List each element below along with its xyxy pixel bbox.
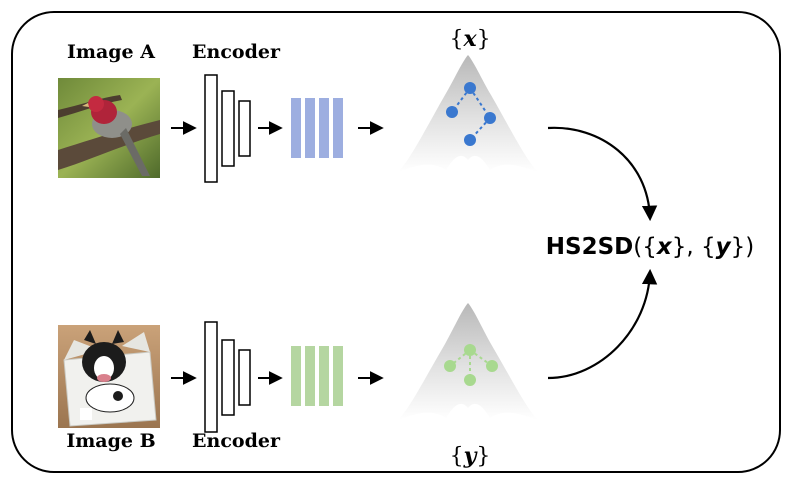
tree-node (486, 360, 498, 372)
tree-node (464, 344, 476, 356)
outer-frame (11, 11, 781, 473)
curve-bottom-to-result (547, 268, 658, 380)
feature-block-3 (319, 98, 329, 158)
feature-block-1 (291, 346, 301, 406)
hyperbolic-space-top (398, 55, 538, 172)
feature-blocks-top (291, 98, 343, 158)
curve-top-to-result (547, 126, 658, 222)
encoder-top-label: Encoder (192, 41, 281, 63)
encoder-top (204, 74, 251, 183)
hs2sd-formula: HS2SD({x}, {y}) (546, 234, 754, 260)
tree-node (464, 82, 476, 94)
feature-block-3 (319, 346, 329, 406)
encoder-bottom-label: Encoder (192, 430, 281, 452)
image-a-label: Image A (67, 41, 155, 63)
image-a-photo (58, 78, 160, 178)
image-b-photo (58, 325, 160, 428)
feature-block-2 (305, 98, 315, 158)
set-y-label: {y} (450, 443, 491, 469)
tree-node (444, 360, 456, 372)
feature-block-4 (333, 98, 343, 158)
hierarchy-tree-bottom (444, 344, 498, 386)
tree-node (446, 106, 458, 118)
feature-block-2 (305, 346, 315, 406)
hyperbolic-space-bottom (398, 303, 538, 420)
tree-node (484, 112, 496, 124)
feature-block-4 (333, 346, 343, 406)
encoder-bottom (204, 321, 251, 433)
hierarchy-tree-top (446, 82, 496, 146)
image-b-label: Image B (66, 430, 155, 452)
feature-blocks-bottom (291, 346, 343, 406)
tree-node (464, 134, 476, 146)
tree-node (464, 374, 476, 386)
feature-block-1 (291, 98, 301, 158)
set-x-label: {x} (449, 26, 490, 52)
